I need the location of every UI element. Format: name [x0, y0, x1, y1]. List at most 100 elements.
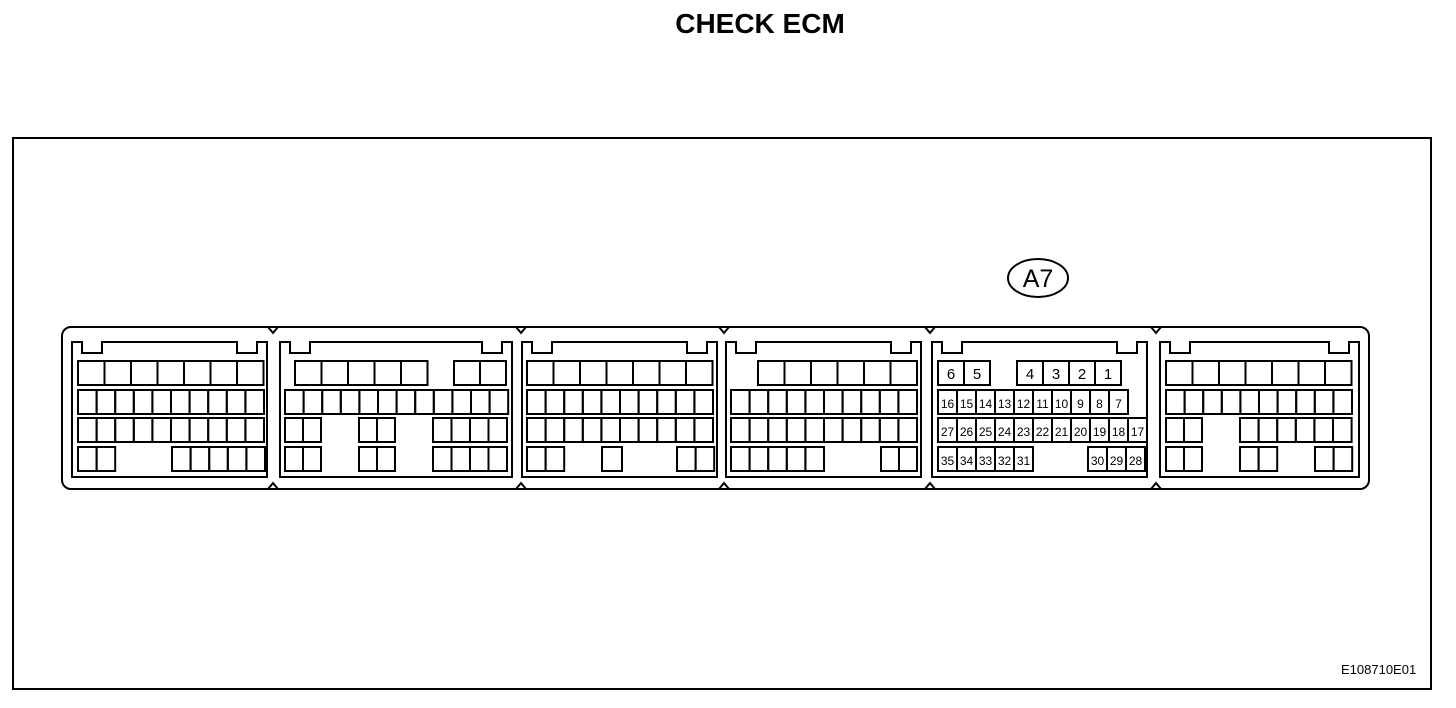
- terminal-cavity: [321, 389, 342, 415]
- terminal-cavity: [544, 417, 566, 443]
- a7-pin-number: 25: [979, 425, 993, 439]
- terminal-cavity: [156, 360, 185, 386]
- terminal-cavity: [488, 389, 510, 415]
- a7-pin-number: 31: [1017, 454, 1031, 468]
- terminal-cavity: [1257, 417, 1279, 443]
- terminal-cavity: [450, 446, 471, 472]
- terminal-cavity: [1276, 417, 1297, 443]
- terminal-cavity: [1294, 417, 1316, 443]
- terminal-cavity: [236, 360, 265, 386]
- terminal-cavity: [563, 417, 584, 443]
- terminal-cavity: [450, 417, 471, 443]
- terminal-cavity: [284, 389, 305, 415]
- terminal-cavity: [656, 417, 677, 443]
- terminal-cavity: [863, 360, 892, 386]
- a7-pin-number: 1: [1104, 366, 1112, 383]
- terminal-cavity: [1295, 389, 1316, 415]
- block-6-outline: [1159, 341, 1360, 478]
- terminal-cavity: [619, 389, 640, 415]
- a7-cavity: [1127, 417, 1148, 443]
- terminal-cavity: [767, 389, 788, 415]
- a7-pin-number: 16: [941, 397, 955, 411]
- a7-pin-number: 32: [998, 454, 1012, 468]
- terminal-cavity: [151, 389, 172, 415]
- terminal-cavity: [823, 389, 844, 415]
- a7-pin-number: 12: [1017, 397, 1031, 411]
- terminal-cavity: [694, 446, 716, 472]
- terminal-cavity: [878, 389, 900, 415]
- terminal-cavity: [767, 417, 788, 443]
- terminal-cavity: [284, 417, 304, 443]
- a7-cavity: [1013, 446, 1034, 472]
- terminal-cavity: [1239, 417, 1260, 443]
- terminal-cavity: [132, 389, 154, 415]
- connector-blocks: [71, 341, 1360, 478]
- terminal-cavity: [95, 417, 117, 443]
- terminal-cavity: [470, 389, 491, 415]
- terminal-cavity: [302, 417, 322, 443]
- block-a7-outline: [931, 341, 1148, 478]
- terminal-cavity: [878, 417, 900, 443]
- terminal-cavity: [600, 417, 622, 443]
- terminal-cavity: [1271, 360, 1300, 386]
- terminal-cavity: [1332, 389, 1354, 415]
- terminal-cavity: [226, 446, 248, 472]
- terminal-cavity: [1165, 360, 1194, 386]
- terminal-cavity: [1183, 417, 1203, 443]
- a7-pin-number: 23: [1017, 425, 1031, 439]
- terminal-cavity: [563, 389, 584, 415]
- terminal-cavity: [320, 360, 349, 386]
- terminal-cavity: [414, 389, 435, 415]
- terminal-cavity: [225, 417, 247, 443]
- terminal-cavity: [170, 417, 191, 443]
- a7-pin-number: 9: [1077, 397, 1084, 411]
- terminal-cavity: [676, 446, 697, 472]
- a7-pin-number: 30: [1091, 454, 1105, 468]
- terminal-cavity: [244, 389, 265, 415]
- a7-pin-number: 20: [1074, 425, 1088, 439]
- terminal-cavity: [785, 389, 807, 415]
- terminal-cavity: [581, 389, 603, 415]
- terminal-cavity: [284, 446, 304, 472]
- terminal-cavity: [600, 389, 622, 415]
- a7-pin-number: 4: [1026, 366, 1034, 383]
- terminal-cavity: [1165, 417, 1185, 443]
- connector-housing: [61, 326, 1370, 490]
- terminal-cavity: [1324, 360, 1353, 386]
- connector-label: A7: [1023, 265, 1054, 293]
- terminal-cavity: [526, 389, 547, 415]
- figure-code: E108710E01: [1341, 662, 1417, 677]
- terminal-cavity: [487, 417, 508, 443]
- terminal-cavity: [730, 417, 751, 443]
- terminal-cavity: [302, 389, 324, 415]
- a7-pin-number: 15: [960, 397, 974, 411]
- terminal-cavity: [1244, 360, 1273, 386]
- terminal-cavity: [785, 417, 807, 443]
- a7-pin-number: 29: [1110, 454, 1124, 468]
- a7-pin-number: 22: [1036, 425, 1050, 439]
- a7-pin-number: 14: [979, 397, 993, 411]
- a7-pin-number: 28: [1129, 454, 1143, 468]
- block-2-outline: [279, 341, 513, 478]
- terminal-cavity: [188, 417, 210, 443]
- terminal-cavity: [183, 360, 212, 386]
- terminal-cavity: [810, 360, 839, 386]
- terminal-cavity: [339, 389, 361, 415]
- a7-pin-number: 11: [1036, 397, 1049, 411]
- terminal-cavity: [526, 446, 547, 472]
- terminal-cavity: [748, 417, 770, 443]
- terminal-cavity: [619, 417, 640, 443]
- terminal-cavity: [605, 360, 634, 386]
- terminal-cavity: [658, 360, 687, 386]
- terminal-cavity: [103, 360, 132, 386]
- terminal-cavity: [693, 417, 715, 443]
- a7-pin-number: 3: [1052, 366, 1060, 383]
- terminal-cavity: [1165, 389, 1186, 415]
- terminal-cavity: [302, 446, 322, 472]
- terminal-cavity: [358, 389, 379, 415]
- terminal-cavity: [656, 389, 677, 415]
- terminal-cavity: [1218, 360, 1247, 386]
- diagram-frame: [12, 137, 1432, 690]
- terminal-cavity: [209, 360, 238, 386]
